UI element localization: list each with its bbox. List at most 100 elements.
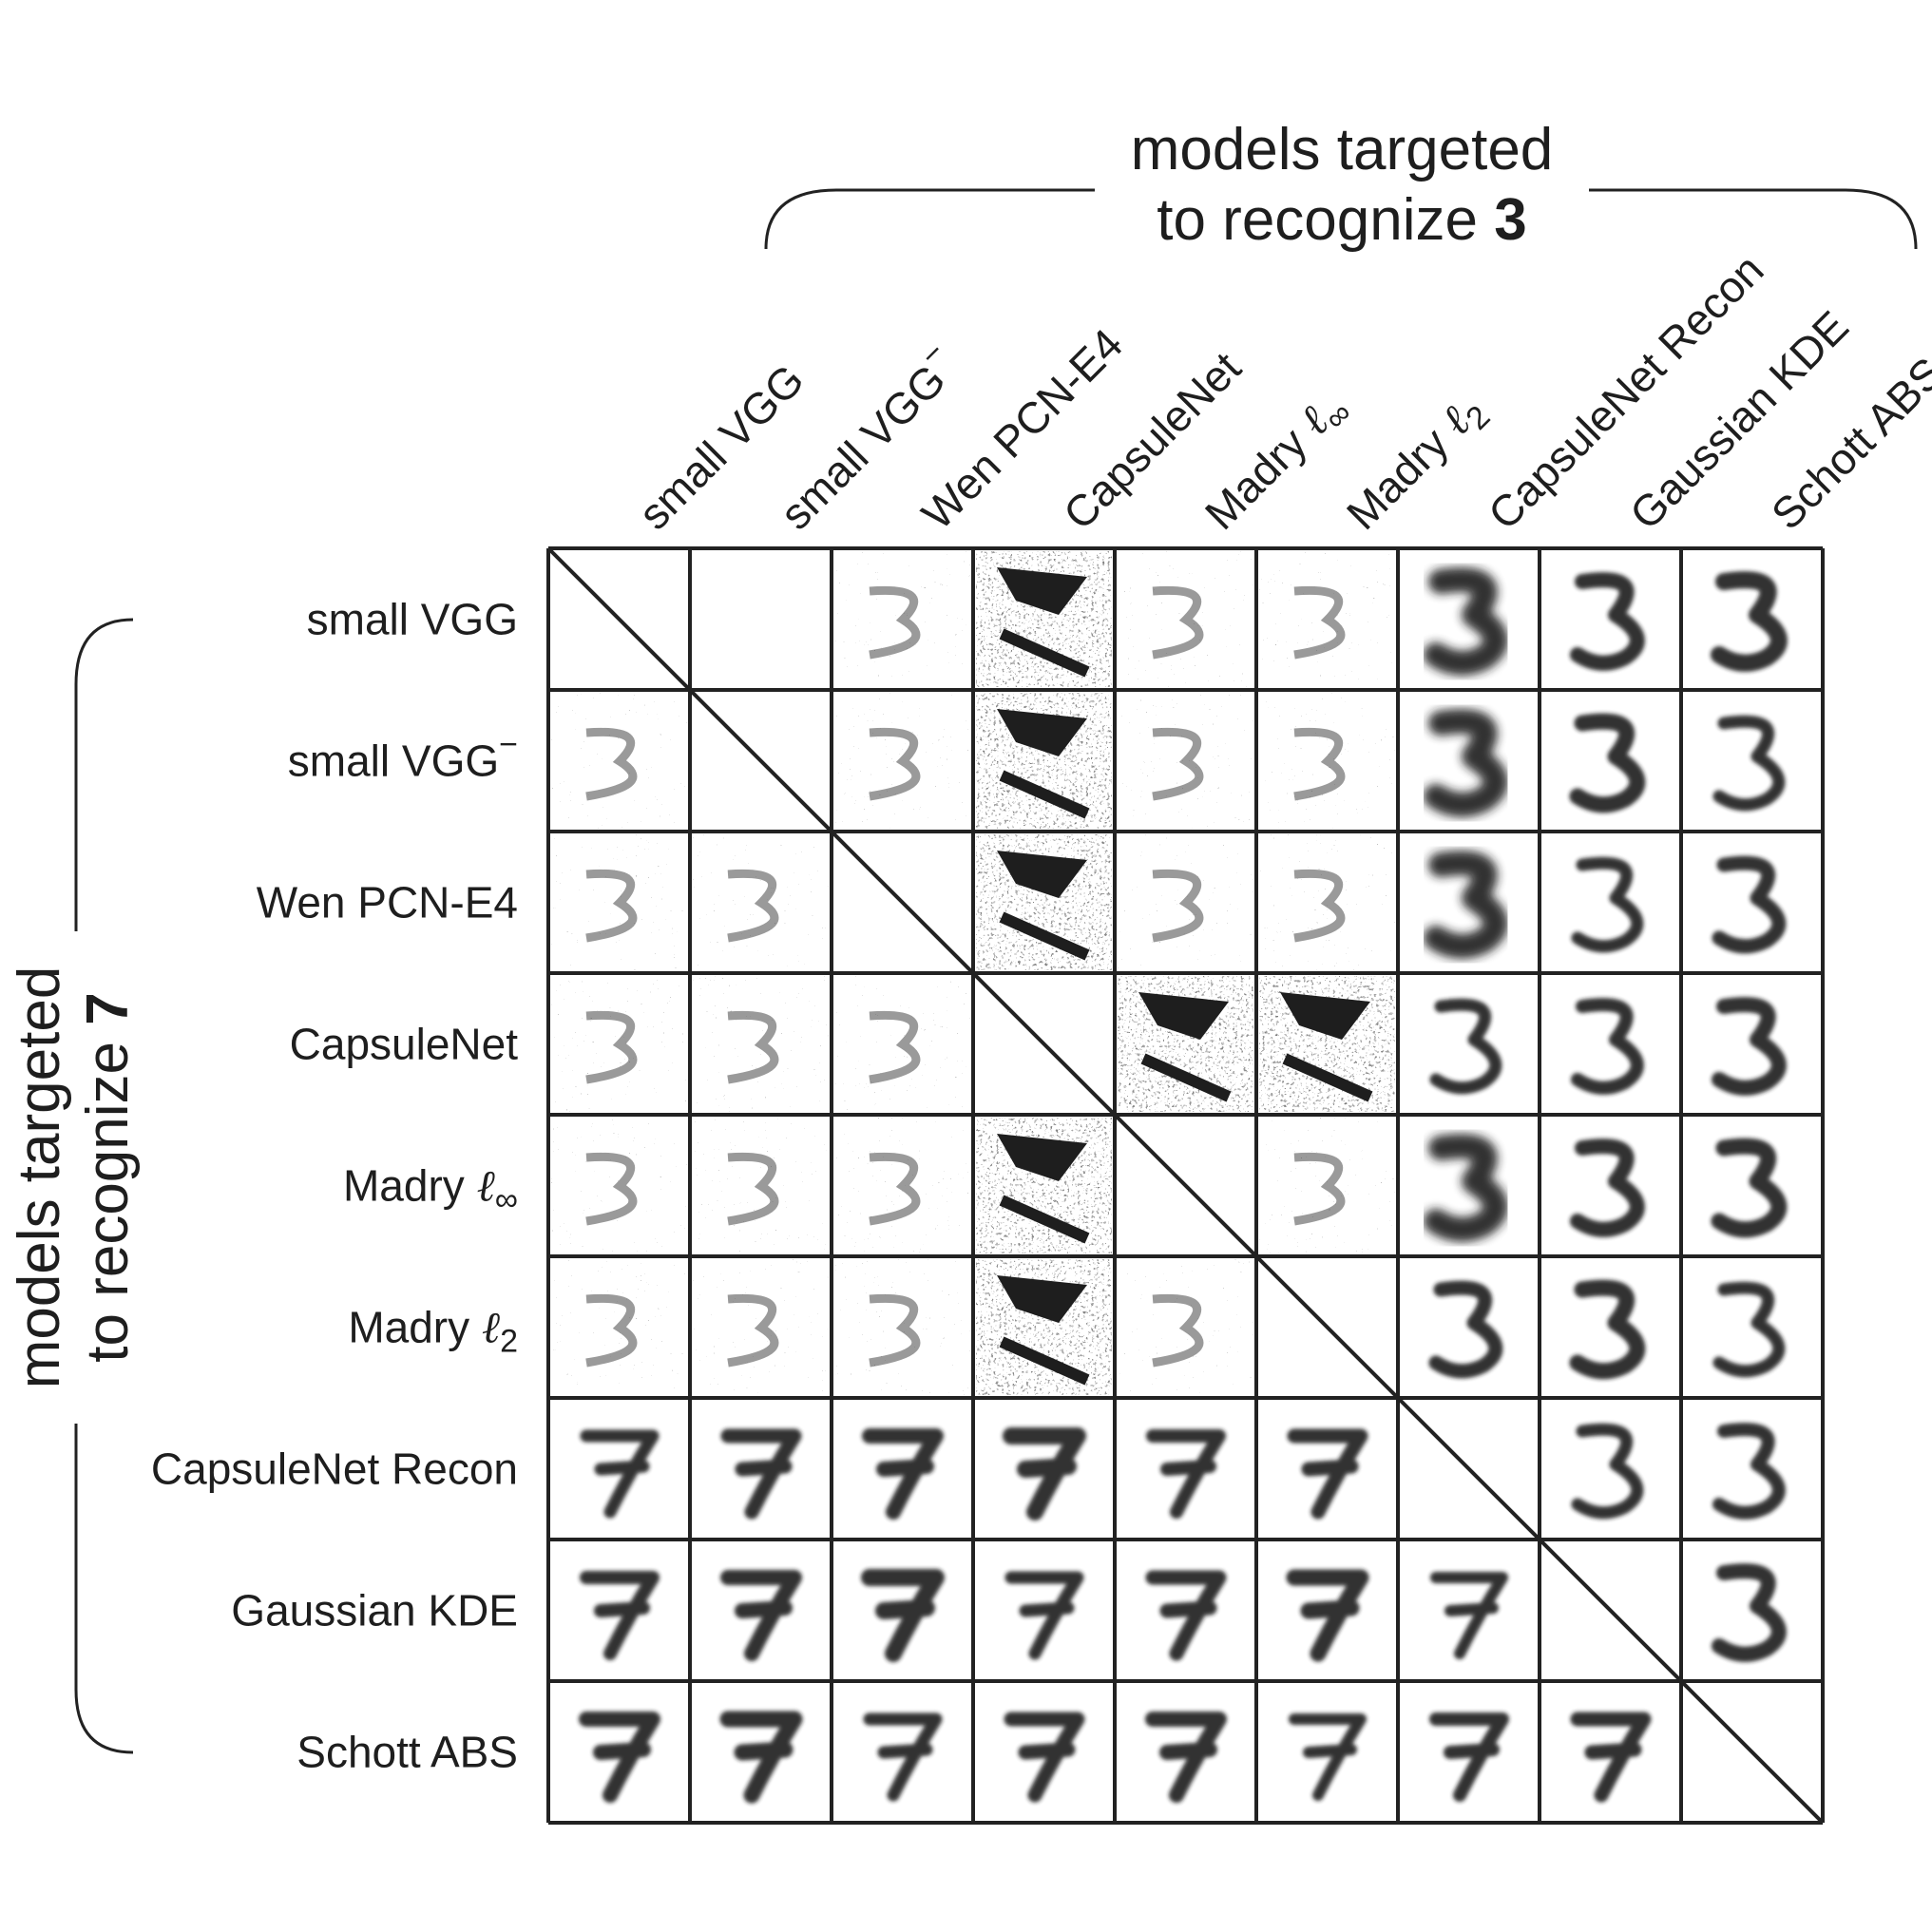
digit-3-image — [1711, 1138, 1788, 1238]
cell-r4-c1 — [551, 976, 687, 1112]
top-group-line2-prefix: to recognize — [1157, 187, 1494, 253]
digit-3-image — [1424, 1134, 1508, 1242]
cell-r2-c3 — [834, 693, 970, 829]
cell-r9-c7 — [1429, 1712, 1509, 1802]
cell-r4-c7 — [1429, 998, 1502, 1095]
row-label-5: Madry ℓ∞ — [343, 1160, 518, 1218]
ghost-stroke — [585, 869, 638, 943]
digit-3-image — [1570, 572, 1645, 671]
cell-r7-c9 — [1712, 1423, 1786, 1520]
cell-r1-c3 — [834, 551, 970, 687]
row-label-base: small VGG — [288, 736, 499, 786]
ghost-stroke — [869, 1010, 921, 1084]
noise-image — [834, 693, 970, 829]
cell-r6-c7 — [1428, 1280, 1503, 1379]
row-label-2: small VGG− — [288, 727, 518, 786]
noise-image — [1259, 1118, 1395, 1253]
ghost-stroke — [869, 727, 921, 801]
cell-r6-c9 — [1712, 1281, 1786, 1378]
digit-3-image — [1571, 856, 1644, 953]
perturbation-image — [1259, 976, 1395, 1112]
cell-r4-c9 — [1712, 997, 1787, 1096]
column-label-6: Madry ℓ2 — [1336, 383, 1498, 544]
cell-r3-c5 — [1118, 834, 1253, 970]
cell-r7-c4 — [1003, 1427, 1086, 1521]
digit-7-image — [1570, 1712, 1652, 1803]
digit-3-image — [1712, 1281, 1786, 1378]
grid-lines — [546, 546, 1825, 1825]
cell-r1-c7 — [1424, 567, 1508, 676]
noise-image — [1118, 1259, 1253, 1395]
row-label-sup: − — [499, 727, 518, 763]
row-label-base: CapsuleNet — [290, 1020, 519, 1069]
noise-image — [1259, 551, 1395, 687]
digit-3-image — [1428, 1280, 1503, 1379]
left-group-line2-prefix: to recognize — [75, 1025, 141, 1363]
perturbation-image — [1118, 976, 1253, 1112]
example-grid — [551, 551, 1788, 1804]
cell-r9-c3 — [863, 1712, 943, 1802]
digit-3-image — [1424, 567, 1508, 676]
cell-r2-c7 — [1424, 709, 1508, 817]
cell-r3-c1 — [551, 834, 687, 970]
cell-r3-c4 — [976, 834, 1112, 970]
row-label-sub: ∞ — [495, 1182, 518, 1218]
noise-image — [693, 1118, 829, 1253]
left-group-header: models targeted to recognize 7 — [7, 618, 141, 1754]
perturbation-image — [976, 693, 1112, 829]
ghost-stroke — [1293, 727, 1346, 801]
cell-r2-c4 — [976, 693, 1112, 829]
ghost-stroke — [585, 1293, 638, 1368]
cell-r4-c2 — [693, 976, 829, 1112]
row-label-7: CapsuleNet Recon — [151, 1444, 518, 1494]
cell-r7-c8 — [1571, 1423, 1644, 1520]
digit-3-image — [1712, 1423, 1786, 1520]
ghost-stroke — [1152, 585, 1204, 660]
cell-r8-c2 — [720, 1570, 802, 1661]
noise-image — [693, 834, 829, 970]
cell-r6-c1 — [551, 1259, 687, 1395]
column-label-text: Madry ℓ2 — [1336, 383, 1497, 544]
dark-blob — [997, 851, 1087, 898]
digit-7-image — [719, 1711, 803, 1804]
cell-r1-c6 — [1259, 551, 1395, 687]
dark-stroke — [1140, 1053, 1232, 1102]
digit-7-image — [1004, 1712, 1085, 1803]
ghost-stroke — [585, 1010, 638, 1084]
row-label-1: small VGG — [307, 595, 518, 644]
ghost-stroke — [1293, 585, 1346, 660]
dark-stroke — [999, 628, 1090, 678]
cell-r8-c3 — [861, 1569, 945, 1662]
ghost-stroke — [1293, 1152, 1346, 1226]
row-label-9: Schott ABS — [296, 1728, 518, 1777]
row-label-base: Schott ABS — [296, 1728, 518, 1777]
cell-r6-c3 — [834, 1259, 970, 1395]
digit-7-image — [580, 1429, 660, 1519]
perturbation-image — [976, 551, 1112, 687]
cell-r2-c6 — [1259, 693, 1395, 829]
cell-r2-c9 — [1712, 715, 1786, 812]
top-group-line2: to recognize 3 — [1157, 187, 1526, 253]
cell-r7-c1 — [580, 1429, 660, 1519]
noise-image — [693, 976, 829, 1112]
digit-7-image — [1145, 1712, 1227, 1803]
cell-r5-c3 — [834, 1118, 970, 1253]
row-label-3: Wen PCN-E4 — [257, 878, 518, 928]
digit-7-image — [861, 1569, 945, 1662]
cell-r7-c3 — [862, 1428, 944, 1520]
cell-r9-c2 — [719, 1711, 803, 1804]
cell-r9-c8 — [1570, 1712, 1652, 1803]
ghost-stroke — [869, 585, 921, 660]
cell-r5-c7 — [1424, 1134, 1508, 1242]
cell-r9-c6 — [1289, 1713, 1367, 1801]
cell-r5-c8 — [1570, 1138, 1645, 1237]
row-label-6: Madry ℓ2 — [348, 1302, 518, 1360]
noise-image — [834, 551, 970, 687]
digit-3-image — [1569, 1279, 1646, 1380]
ghost-stroke — [727, 1010, 779, 1084]
cell-r7-c6 — [1287, 1428, 1368, 1520]
noise-image — [1118, 693, 1253, 829]
cell-r6-c2 — [693, 1259, 829, 1395]
